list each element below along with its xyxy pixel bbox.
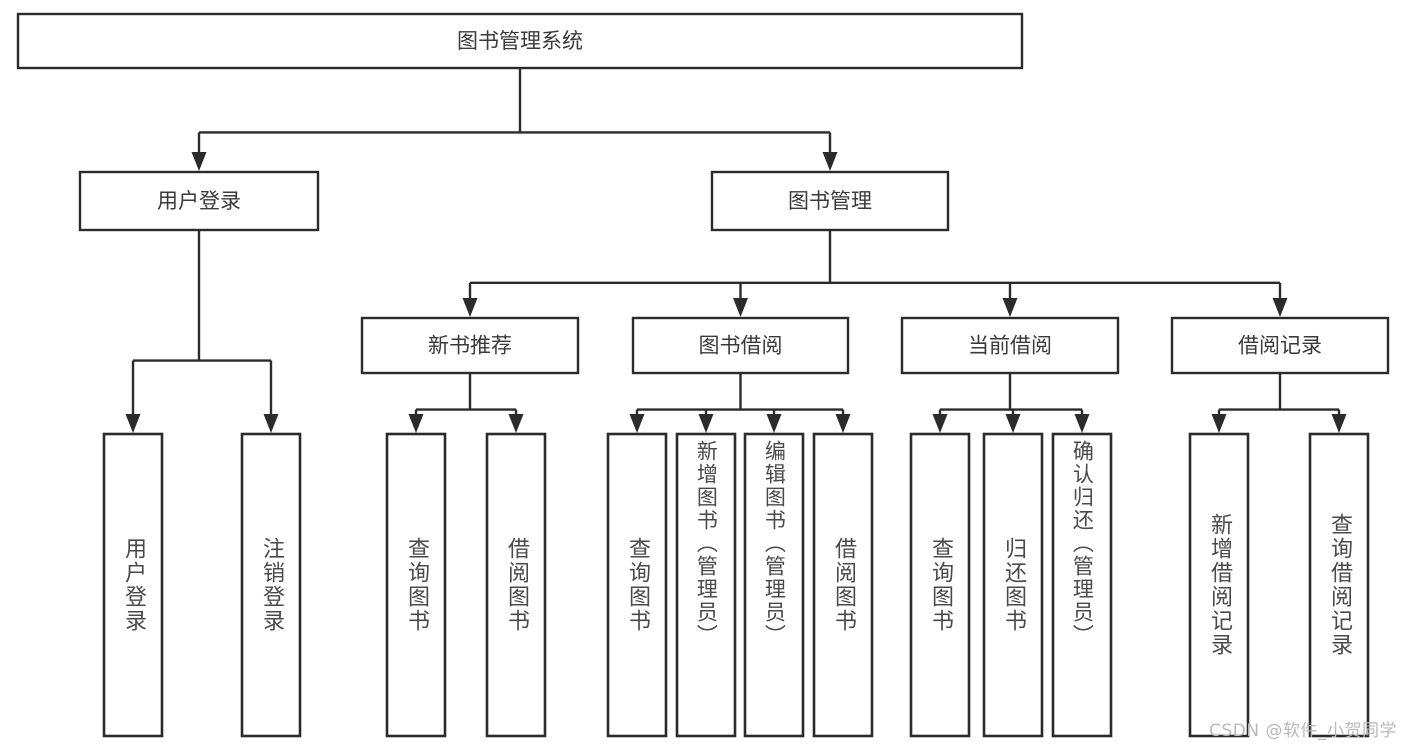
- node-label: 当前借阅: [968, 334, 1052, 358]
- edge-group-current-borrow: [932, 373, 1090, 433]
- node-leaf-confirm-return[interactable]: [1051, 432, 1113, 738]
- arrow-head-icon: [263, 414, 279, 433]
- node-leaf-borrow-book-1[interactable]: [485, 432, 547, 738]
- node-current-borrow[interactable]: 当前借阅: [900, 316, 1120, 375]
- arrow-head-icon: [733, 298, 748, 317]
- node-box[interactable]: [102, 432, 164, 738]
- arrow-head-icon: [766, 414, 782, 433]
- node-box[interactable]: [606, 432, 668, 738]
- node-leaf-add-book[interactable]: [675, 432, 737, 738]
- node-label: 用户登录: [157, 189, 241, 213]
- arrow-head-icon: [835, 414, 851, 433]
- node-root[interactable]: 图书管理系统: [16, 12, 1024, 70]
- arrow-head-icon: [932, 414, 948, 433]
- edge-group-book-borrow: [629, 373, 851, 433]
- node-box[interactable]: [385, 432, 447, 738]
- node-label: 借阅记录: [1238, 334, 1322, 358]
- node-leaf-query-record[interactable]: [1308, 432, 1370, 738]
- node-box[interactable]: [1308, 432, 1370, 738]
- arrow-head-icon: [125, 414, 141, 433]
- node-leaf-add-record[interactable]: [1188, 432, 1250, 738]
- node-book-borrow[interactable]: 图书借阅: [631, 316, 850, 375]
- node-leaf-query-book-3[interactable]: [909, 432, 971, 738]
- node-box[interactable]: [1188, 432, 1250, 738]
- node-label: 图书管理系统: [457, 29, 583, 53]
- node-box[interactable]: [743, 432, 805, 738]
- arrow-head-icon: [629, 414, 645, 433]
- node-box[interactable]: [812, 432, 874, 738]
- node-leaf-edit-book[interactable]: [743, 432, 805, 738]
- node-book-manage[interactable]: 图书管理: [710, 170, 950, 232]
- node-box[interactable]: [1170, 316, 1390, 375]
- node-box[interactable]: [900, 316, 1120, 375]
- node-leaf-return-book[interactable]: [982, 432, 1044, 738]
- arrow-head-icon: [1074, 414, 1090, 433]
- arrow-head-icon: [1331, 414, 1347, 433]
- node-box[interactable]: [16, 12, 1024, 70]
- node-box[interactable]: [631, 316, 850, 375]
- node-box[interactable]: [1051, 432, 1113, 738]
- node-label: 新书推荐: [428, 334, 512, 358]
- edge-group-new-book-recommend: [408, 373, 524, 433]
- arrow-head-icon: [191, 152, 207, 171]
- node-leaf-logout[interactable]: [240, 432, 302, 738]
- edge-group-user-login: [125, 230, 279, 433]
- arrow-head-icon: [462, 298, 478, 317]
- arrow-head-icon: [508, 414, 524, 433]
- edge-group-book-manage: [462, 230, 1288, 317]
- node-box[interactable]: [982, 432, 1044, 738]
- node-leaf-user-login[interactable]: [102, 432, 164, 738]
- arrow-head-icon: [1002, 298, 1018, 317]
- node-new-book-recommend[interactable]: 新书推荐: [360, 316, 580, 375]
- node-borrow-record[interactable]: 借阅记录: [1170, 316, 1390, 375]
- node-box[interactable]: [710, 170, 950, 232]
- node-box[interactable]: [485, 432, 547, 738]
- edges-layer: [125, 68, 1347, 433]
- arrow-head-icon: [698, 414, 714, 433]
- arrow-head-icon: [822, 152, 838, 171]
- node-label: 图书管理: [788, 189, 872, 213]
- node-box[interactable]: [360, 316, 580, 375]
- node-box[interactable]: [78, 170, 320, 232]
- node-box[interactable]: [675, 432, 737, 738]
- node-box[interactable]: [240, 432, 302, 738]
- node-user-login[interactable]: 用户登录: [78, 170, 320, 232]
- node-label: 图书借阅: [699, 334, 783, 358]
- edge-group-borrow-record: [1211, 373, 1347, 433]
- arrow-head-icon: [1272, 298, 1288, 317]
- arrow-head-icon: [408, 414, 424, 433]
- node-leaf-query-book-1[interactable]: [385, 432, 447, 738]
- node-box[interactable]: [909, 432, 971, 738]
- arrow-head-icon: [1005, 414, 1021, 433]
- node-leaf-borrow-book-2[interactable]: [812, 432, 874, 738]
- watermark-text: CSDN @软件_小贺同学: [1209, 721, 1397, 741]
- node-leaf-query-book-2[interactable]: [606, 432, 668, 738]
- arrow-head-icon: [1211, 414, 1227, 433]
- edge-group-root: [191, 68, 838, 171]
